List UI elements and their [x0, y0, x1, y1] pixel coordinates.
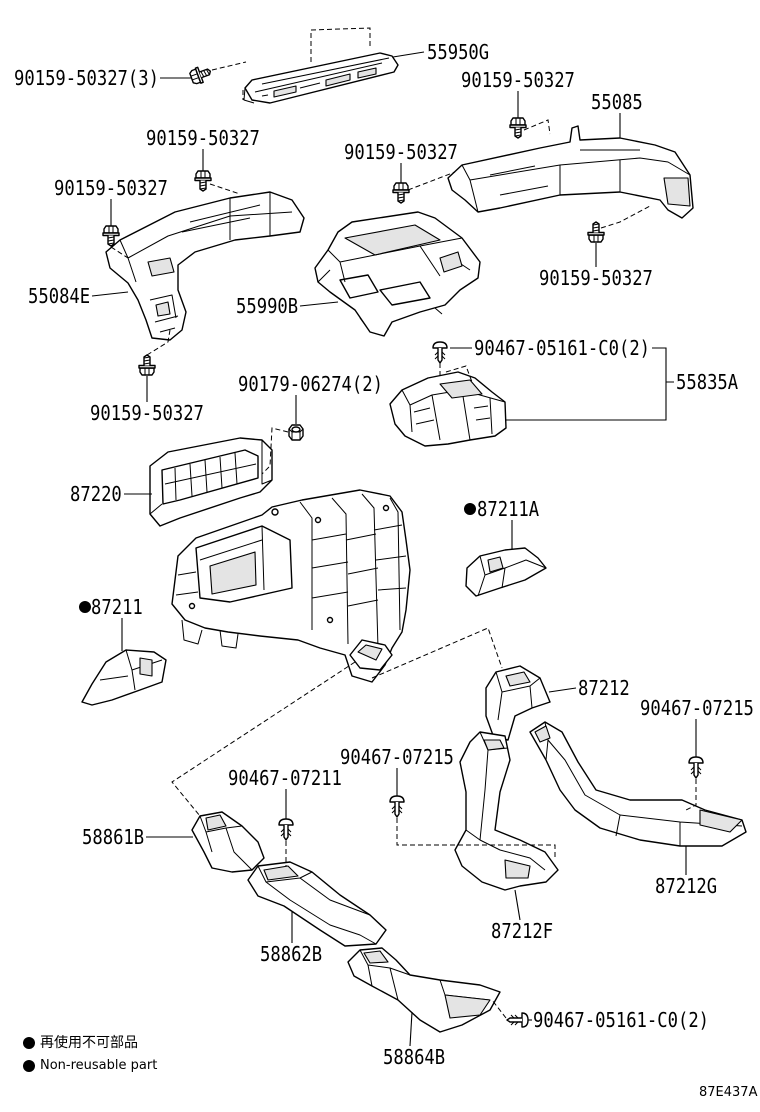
callout-90467-07211: 90467-07211 — [228, 766, 342, 790]
part-58862b-drawing — [247, 861, 387, 947]
bracket-leader-line — [506, 347, 674, 421]
part-58861b-drawing — [191, 811, 265, 873]
assembly-dashed-line — [171, 627, 503, 817]
legend-label-ja: 再使用不可部品 — [40, 1035, 138, 1051]
callout-90467-05161-c0: 90467-05161-C0(2) — [533, 1008, 710, 1032]
callout-90159-50327: 90159-50327 — [539, 266, 653, 290]
legend-label-en: Non-reusable part — [40, 1058, 158, 1073]
callout-58862b: 58862B — [260, 942, 323, 966]
callout-55084e: 55084E — [28, 284, 91, 308]
non-reusable-marker-icon — [464, 503, 476, 515]
callout-90159-50327-qty3: 90159-50327(3) — [14, 66, 159, 90]
assembly-dashed-line — [407, 119, 651, 229]
part-87220-drawing — [149, 437, 273, 527]
part-87212g-drawing — [529, 721, 747, 847]
callout-90159-50327: 90159-50327 — [90, 401, 204, 425]
assembly-dashed-line — [685, 779, 697, 811]
callout-90159-50327: 90159-50327 — [461, 68, 575, 92]
assembly-dashed-line — [211, 27, 371, 100]
part-87211a-drawing — [465, 547, 547, 597]
leader-line — [299, 301, 339, 307]
bolt-icon — [188, 63, 214, 87]
heater-unit-assembly-drawing — [171, 489, 411, 683]
callout-90467-05161-c0: 90467-05161-C0(2) — [474, 336, 651, 360]
bolt-icon — [138, 354, 156, 376]
bolt-icon — [587, 221, 605, 243]
assembly-dashed-line — [396, 818, 556, 858]
callout-90467-07215: 90467-07215 — [340, 745, 454, 769]
part-55950g-drawing — [243, 52, 399, 104]
clip-icon — [688, 756, 704, 779]
part-87211-drawing — [81, 649, 167, 706]
assembly-dashed-line — [261, 427, 289, 475]
leader-line — [409, 1011, 413, 1047]
figure-code: 87E437A — [699, 1085, 758, 1100]
callout-58864b: 58864B — [383, 1045, 446, 1069]
callout-55950g: 55950G — [427, 40, 490, 64]
non-reusable-marker-icon — [79, 601, 91, 613]
bolt-icon — [194, 170, 212, 192]
callout-87212f: 87212F — [491, 919, 554, 943]
callout-87211: 87211 — [91, 595, 143, 619]
callout-90467-07215: 90467-07215 — [640, 696, 754, 720]
leader-line — [548, 687, 577, 693]
part-55085-drawing — [447, 125, 694, 219]
part-55084e-drawing — [105, 191, 305, 341]
assembly-dashed-line — [439, 363, 473, 383]
nut-icon — [288, 424, 304, 441]
clip-icon — [506, 1012, 529, 1028]
callout-90179-06274: 90179-06274(2) — [238, 372, 383, 396]
callout-87212: 87212 — [578, 676, 630, 700]
leader-line — [91, 291, 129, 297]
clip-icon — [278, 818, 294, 841]
leader-line — [514, 889, 521, 921]
clip-icon — [432, 341, 448, 364]
callout-90159-50327: 90159-50327 — [344, 140, 458, 164]
part-55990b-drawing — [314, 211, 481, 337]
clip-icon — [389, 795, 405, 818]
assembly-dashed-line — [110, 183, 241, 356]
callout-58861b: 58861B — [82, 825, 145, 849]
part-55835a-drawing — [389, 371, 507, 447]
bolt-icon — [509, 117, 527, 139]
legend-marker-icon — [23, 1060, 35, 1072]
part-87212-drawing — [485, 665, 551, 741]
callout-55990b: 55990B — [236, 294, 299, 318]
part-87212f-drawing — [454, 731, 559, 891]
callout-87212g: 87212G — [655, 874, 718, 898]
callout-90159-50327: 90159-50327 — [54, 176, 168, 200]
callout-55085: 55085 — [591, 90, 643, 114]
leader-line — [392, 51, 425, 58]
legend-marker-icon — [23, 1037, 35, 1049]
callout-87211a: 87211A — [477, 497, 540, 521]
bolt-icon — [392, 182, 410, 204]
callout-90159-50327: 90159-50327 — [146, 126, 260, 150]
callout-87220: 87220 — [70, 482, 122, 506]
assembly-dashed-line — [491, 999, 507, 1019]
part-58864b-drawing — [347, 947, 501, 1033]
callout-55835a: 55835A — [676, 370, 739, 394]
